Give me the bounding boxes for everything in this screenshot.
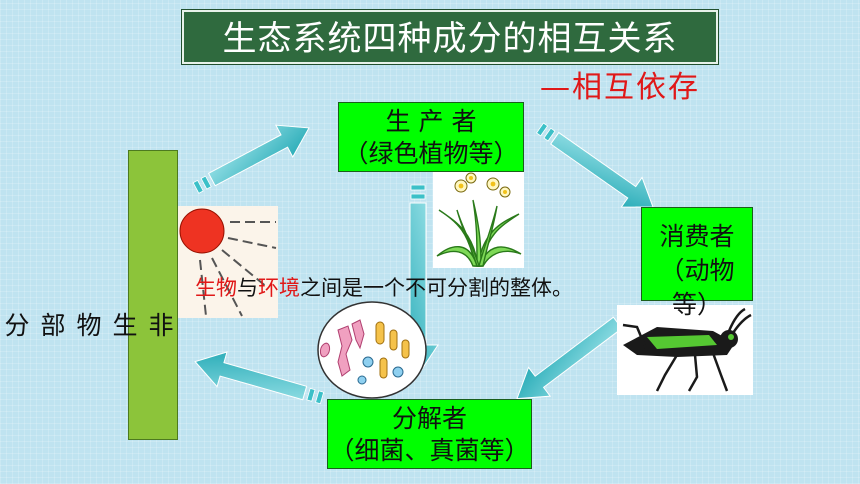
consumer-examples: （动物等） xyxy=(659,256,735,319)
abiotic-char: 部 xyxy=(37,311,66,337)
consumer-label: 消费者 xyxy=(659,222,735,251)
sun-image xyxy=(178,206,278,318)
abiotic-char: 非 xyxy=(145,311,174,337)
microbes-icon xyxy=(317,301,427,399)
plant-icon xyxy=(436,172,522,267)
producer-examples: （绿色植物等） xyxy=(343,139,519,168)
decomposer-examples: （细菌、真菌等） xyxy=(329,436,530,465)
grasshopper-icon xyxy=(622,307,752,392)
relationship-note: 生物与环境之间是一个不可分割的整体。 xyxy=(195,272,573,302)
decomposer-label: 分解者 xyxy=(391,404,467,433)
sun-icon xyxy=(179,208,277,317)
microbes-image xyxy=(316,300,428,400)
note-environment: 环境 xyxy=(258,276,300,300)
abiotic-char: 分 xyxy=(1,311,30,337)
page-subtitle: —相互依存 xyxy=(540,70,700,105)
arrow-decomposer-to-abiotic xyxy=(194,351,325,405)
consumer-node: 消费者 （动物等） xyxy=(641,207,753,319)
arrow-abiotic-to-producer xyxy=(192,124,310,194)
grasshopper-image xyxy=(617,305,753,395)
note-rest: 之间是一个不可分割的整体。 xyxy=(300,276,573,300)
note-organisms: 生物 xyxy=(195,276,237,300)
arrow-producer-to-consumer xyxy=(536,122,654,208)
abiotic-char: 生 xyxy=(109,311,138,337)
note-and: 与 xyxy=(237,276,258,300)
producer-label: 生 产 者 xyxy=(385,107,477,136)
abiotic-char: 物 xyxy=(73,311,102,337)
decomposer-node: 分解者 （细菌、真菌等） xyxy=(327,399,532,469)
producer-node: 生 产 者 （绿色植物等） xyxy=(338,102,524,172)
abiotic-component-box: 非 生 物 部 分 xyxy=(1,150,178,440)
page-title: 生态系统四种成分的相互关系 xyxy=(182,10,718,64)
daffodil-plant-image xyxy=(433,170,524,268)
